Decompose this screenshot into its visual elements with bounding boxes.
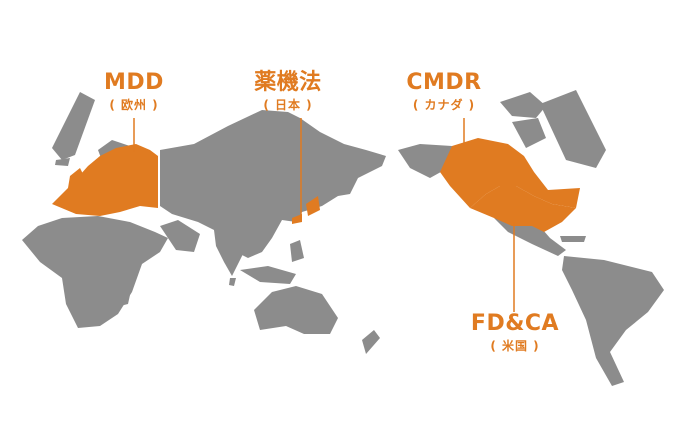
madagascar-shape: [120, 286, 132, 306]
region-label-us: FD&CA ( 米国 ): [470, 311, 560, 353]
arabia-shape: [160, 220, 200, 252]
region-name: CMDR: [406, 70, 482, 95]
india-shape: [214, 230, 244, 276]
africa-shape: [22, 216, 168, 328]
region-label-ca: CMDR ( カナダ ): [401, 70, 487, 112]
region-name: 薬機法: [254, 70, 322, 95]
philippines-shape: [290, 240, 304, 262]
greenland-east-shape: [540, 90, 606, 168]
canada-highlight-shape: [440, 138, 580, 208]
region-name: FD&CA: [470, 311, 560, 336]
caribbean-shape: [560, 236, 586, 242]
usa-highlight-shape: [470, 186, 576, 232]
region-subtitle: ( カナダ ): [412, 98, 476, 112]
europe-highlight-shape: [52, 144, 158, 216]
central-america-shape: [494, 218, 566, 256]
iceland-shape: [55, 158, 70, 166]
indonesia-shape: [240, 266, 296, 284]
sri-lanka-shape: [229, 278, 236, 286]
south-america-shape: [562, 256, 664, 386]
arctic-islands-2-shape: [512, 118, 546, 148]
japan-south-highlight-shape: [292, 214, 302, 224]
kamchatka-shape: [330, 168, 352, 194]
asia-shape: [160, 110, 386, 258]
alaska-shape: [398, 144, 452, 178]
region-label-jp: 薬機法 ( 日本 ): [252, 70, 324, 112]
australia-shape: [254, 286, 338, 334]
region-label-eu: MDD ( 欧州 ): [97, 70, 171, 112]
uk-highlight-shape: [68, 168, 86, 192]
region-subtitle: ( 米国 ): [490, 339, 540, 353]
japan-highlight-shape: [306, 196, 320, 216]
greenland-west-shape: [52, 92, 95, 160]
region-subtitle: ( 日本 ): [263, 98, 313, 112]
new-zealand-shape: [362, 330, 380, 354]
region-name: MDD: [104, 70, 164, 95]
arctic-islands-shape: [500, 92, 546, 118]
region-subtitle: ( 欧州 ): [109, 98, 159, 112]
